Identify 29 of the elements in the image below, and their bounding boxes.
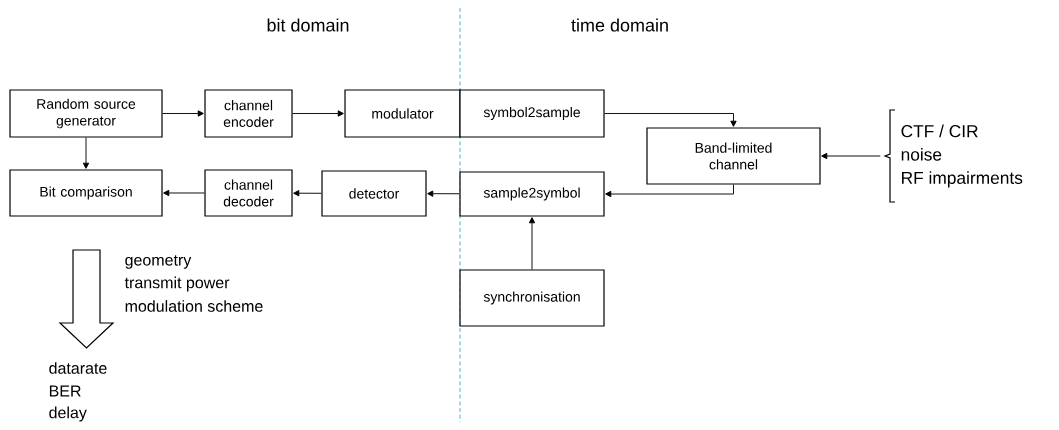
process-box: symbol2sample <box>459 89 605 138</box>
text-label: geometry <box>125 255 192 269</box>
arrow <box>162 110 204 117</box>
arrow <box>605 184 734 198</box>
arrow <box>604 113 737 127</box>
process-box: Band-limited channel <box>646 127 821 185</box>
process-box: Bit comparison <box>9 169 163 217</box>
process-box: synchronisation <box>459 269 605 327</box>
process-box: modulator <box>344 89 461 138</box>
arrow <box>427 190 460 197</box>
text-label: modulation scheme <box>125 300 263 312</box>
text-label: delay <box>49 406 87 422</box>
process-box: channel encoder <box>204 89 293 138</box>
arrow <box>293 190 322 197</box>
arrow <box>821 152 881 160</box>
arrow <box>163 189 205 197</box>
text-label: BER <box>49 385 81 397</box>
process-box: Random source generator <box>9 89 163 138</box>
text-label: time domain <box>571 18 668 32</box>
process-box: detector <box>321 170 427 217</box>
process-box: sample2symbol <box>459 171 605 217</box>
arrow <box>82 137 90 169</box>
text-label: bit domain <box>267 18 349 32</box>
parameter-list: CTF / CIR noise RF impairments <box>901 124 1023 188</box>
text-label: transmit power <box>124 276 230 292</box>
process-box: channel decoder <box>204 169 293 217</box>
text-label: datarate <box>49 362 107 374</box>
arrow <box>292 110 344 117</box>
arrow <box>528 217 536 270</box>
